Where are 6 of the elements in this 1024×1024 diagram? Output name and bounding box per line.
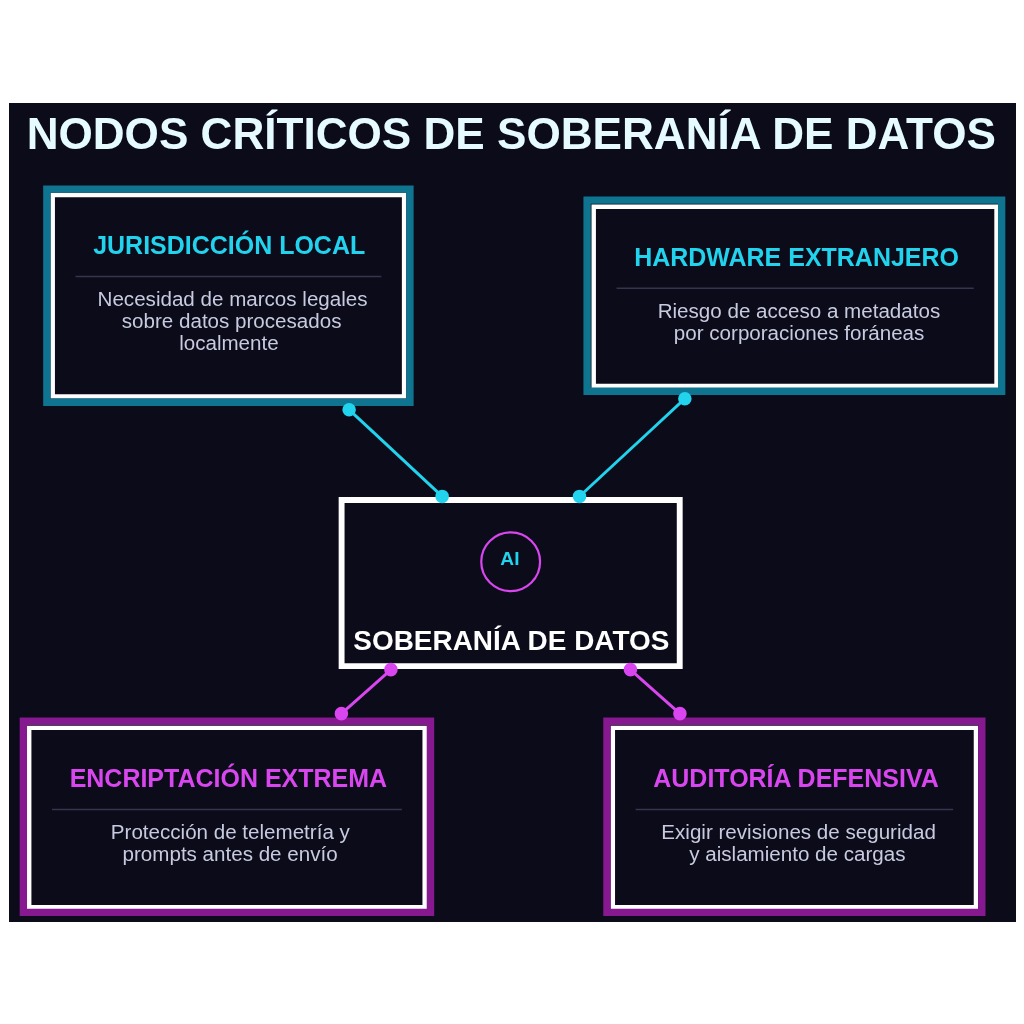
- diagram-title: NODOS CRÍTICOS DE SOBERANÍA DE DATOS: [26, 108, 996, 158]
- connector: [623, 662, 687, 720]
- connector: [334, 662, 398, 720]
- connector: [572, 391, 692, 503]
- connector: [341, 402, 449, 503]
- node-circle: AI: [479, 530, 541, 592]
